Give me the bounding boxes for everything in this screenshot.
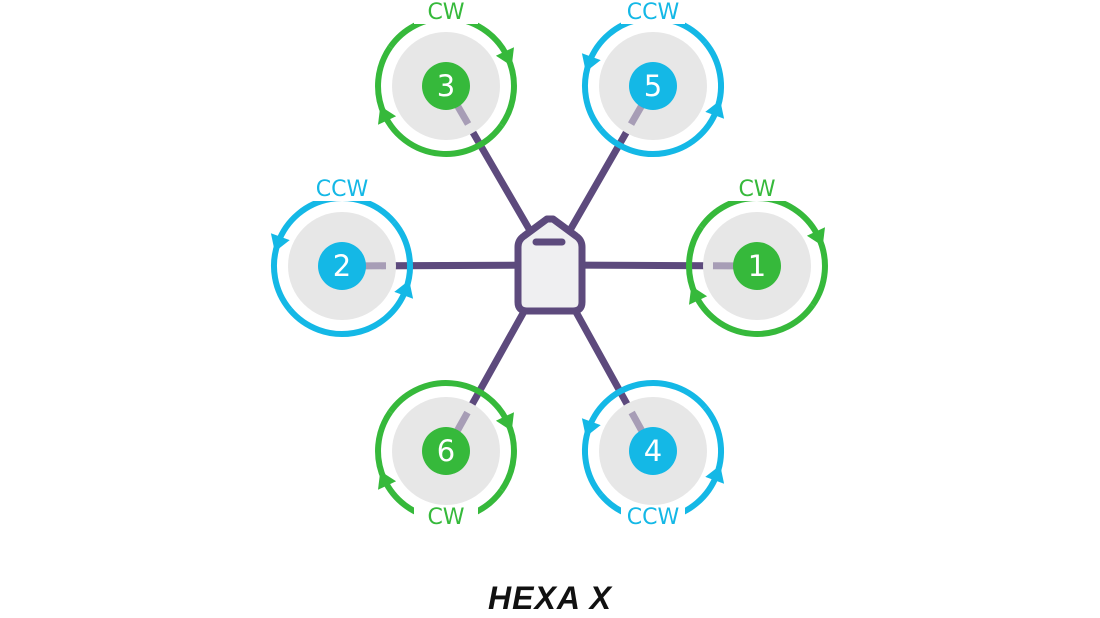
rotation-arc: [499, 421, 517, 492]
motor-hub: [422, 427, 470, 475]
motor-1: 1 CW: [686, 177, 828, 337]
direction-label-background: [725, 177, 789, 201]
motor-number-label: 5: [644, 69, 662, 103]
direction-label-background: [621, 0, 685, 24]
direction-label-background: [414, 0, 478, 24]
motor-hub: [629, 62, 677, 110]
rotation-arc: [287, 288, 409, 337]
rotation-arc: [375, 45, 393, 116]
rotation-direction-label: CCW: [316, 177, 369, 202]
rotation-arc: [702, 40, 724, 111]
motor-3: 3 CW: [375, 0, 517, 157]
direction-label-background: [414, 505, 478, 529]
rotation-arc: [586, 380, 708, 429]
rotation-arc: [375, 410, 393, 481]
motor-number-label: 6: [437, 434, 455, 468]
rotation-arc: [598, 108, 720, 157]
motor-2: 2 CCW: [270, 177, 414, 337]
rotation-arc: [387, 380, 511, 424]
rotation-arrow-icon: [705, 465, 725, 484]
flight-controller-body-shape: [514, 215, 586, 315]
rotation-arrow-icon: [394, 280, 414, 299]
motor-hub: [318, 242, 366, 290]
motor-hub: [733, 242, 781, 290]
motor-5: 5 CCW: [581, 0, 725, 157]
motor-hub: [629, 427, 677, 475]
rotation-arrow-icon: [495, 412, 514, 431]
rotation-direction-label: CW: [738, 177, 775, 202]
rotation-direction-label: CW: [427, 505, 464, 530]
rotation-arc: [381, 113, 505, 157]
rotation-arrow-icon: [378, 106, 397, 125]
motor-number-label: 4: [644, 434, 662, 468]
rotation-arrow-icon: [689, 286, 708, 305]
direction-label-background: [621, 505, 685, 529]
flight-controller-body: [514, 215, 586, 315]
rotation-arc: [271, 241, 293, 312]
motor-hub: [422, 62, 470, 110]
rotation-arc: [810, 236, 828, 307]
rotation-direction-label: CW: [427, 0, 464, 25]
rotation-arc: [582, 426, 604, 497]
rotation-arc: [499, 56, 517, 127]
rotation-arc: [702, 405, 724, 476]
motor-number-label: 2: [333, 249, 351, 283]
direction-label-background: [310, 177, 374, 201]
motor-number-label: 3: [437, 69, 455, 103]
frame-type-title: HEXA X: [488, 580, 612, 616]
rotation-arc: [692, 293, 816, 337]
rotation-arrow-icon: [705, 100, 725, 119]
rotation-arrow-icon: [378, 471, 397, 490]
motor-number-label: 1: [748, 249, 766, 283]
rotation-direction-label: CCW: [627, 505, 680, 530]
motor-6: 6CW: [375, 380, 517, 530]
rotation-arc: [582, 61, 604, 132]
rotation-direction-label: CCW: [627, 0, 680, 25]
rotation-arc: [391, 220, 413, 291]
rotation-arrow-icon: [495, 47, 514, 66]
rotation-arc: [686, 225, 704, 296]
rotation-arrow-icon: [806, 227, 825, 246]
